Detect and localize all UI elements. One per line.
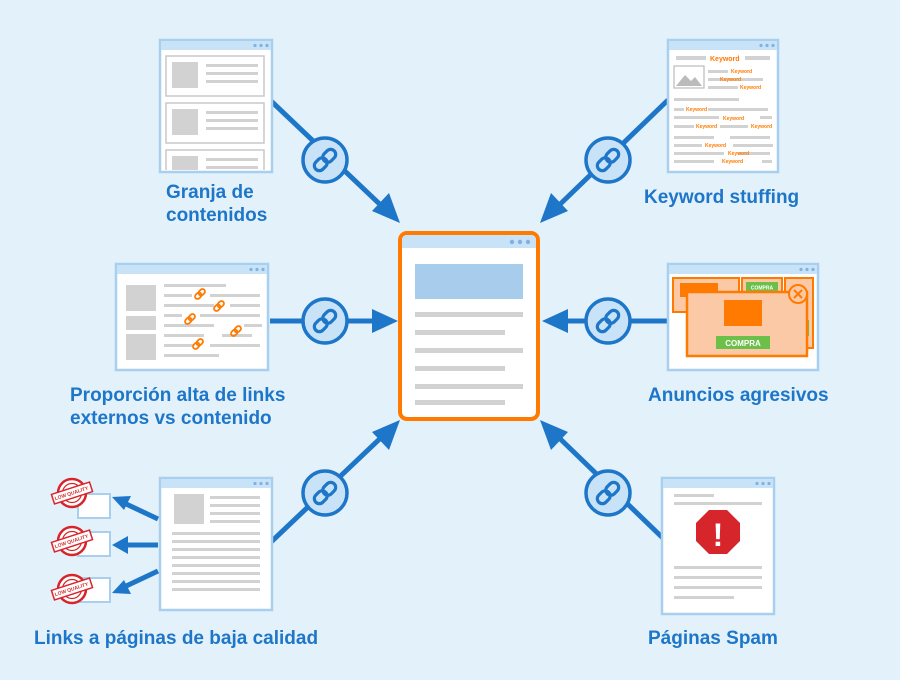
center-page	[398, 231, 540, 421]
arrowhead-granja	[372, 193, 400, 223]
ad-button-text: COMPRA	[725, 339, 761, 348]
ad-buttons: COMPRA COMPRA	[725, 286, 773, 349]
aggressive-ads-page	[666, 262, 820, 372]
keyword-text: Keyword	[751, 124, 772, 130]
link-badge-links	[301, 469, 349, 517]
ad-button-text: COMPRA	[751, 286, 774, 292]
label-line: Proporción alta de links	[70, 385, 286, 406]
label-line: Granja de	[166, 182, 254, 203]
label-line: externos vs contenido	[70, 408, 272, 429]
close-ad-icon	[788, 284, 808, 304]
keyword-text: Keyword	[705, 143, 726, 149]
link-badge-proporcion	[301, 297, 349, 345]
keyword-text: Keyword	[696, 124, 717, 130]
keyword-text: Keyword	[710, 56, 740, 63]
label-keyword-stuffing: Keyword stuffing	[644, 186, 799, 209]
links-ratio-page	[114, 262, 270, 372]
label-line: Páginas Spam	[648, 628, 778, 649]
arrowhead-anuncios	[542, 309, 568, 333]
label-aggressive-ads: Anuncios agresivos	[648, 384, 829, 407]
keyword-stuffing-page	[666, 38, 780, 174]
warning-glyph: !	[713, 517, 724, 553]
arrowhead-keyword	[540, 193, 568, 223]
label-links-ratio: Proporción alta de links externos vs con…	[70, 384, 285, 430]
arrowhead-links	[372, 420, 400, 450]
keyword-text: Keyword	[723, 116, 744, 122]
arrowhead-spam	[540, 420, 568, 450]
spam-page: !	[660, 476, 776, 616]
label-low-quality-links: Links a páginas de baja calidad	[34, 627, 318, 650]
warning-icon: !	[696, 510, 740, 554]
label-line: Anuncios agresivos	[648, 385, 829, 406]
keyword-text: Keyword	[728, 151, 749, 157]
arrowhead-proporcion	[372, 309, 398, 333]
keyword-text: Keyword	[722, 159, 743, 165]
keyword-text: Keyword	[720, 77, 741, 83]
link-badge-granja	[301, 136, 349, 184]
keyword-words: Keyword Keyword Keyword Keyword Keyword …	[686, 56, 772, 165]
keyword-text: Keyword	[686, 107, 707, 113]
content-farm-page	[158, 38, 274, 174]
arrow-heads	[372, 193, 568, 450]
label-content-farm: Granja de contenidos	[166, 181, 267, 227]
link-badge-spam	[584, 469, 632, 517]
low-quality-links-page	[50, 476, 274, 612]
link-badge-anuncios	[584, 297, 632, 345]
label-line: Keyword stuffing	[644, 187, 800, 208]
label-line: contenidos	[166, 205, 268, 226]
link-badge-keyword	[584, 136, 632, 184]
label-line: Links a páginas de baja calidad	[34, 628, 319, 649]
keyword-text: Keyword	[731, 69, 752, 75]
label-spam-pages: Páginas Spam	[648, 627, 778, 650]
keyword-text: Keyword	[740, 85, 761, 91]
link-badges	[301, 136, 632, 517]
